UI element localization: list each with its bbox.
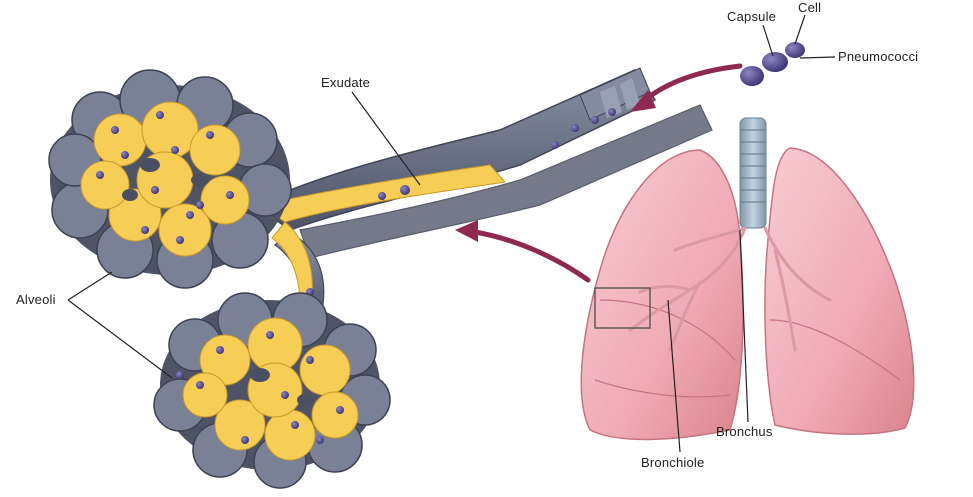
- leader-line-pneumococci: [800, 57, 835, 58]
- label-cell: Cell: [798, 0, 821, 15]
- lower-alveoli-cluster: [154, 293, 390, 488]
- leader-line-alveoli-upper: [68, 272, 112, 300]
- pneumococci-cluster: [740, 42, 805, 86]
- leader-line-alveoli-lower: [68, 300, 172, 378]
- leader-line-cell: [795, 15, 805, 44]
- lungs: [581, 118, 913, 439]
- arrow-lung-to-airway: [455, 220, 588, 280]
- label-capsule: Capsule: [727, 9, 776, 24]
- label-alveoli: Alveoli: [16, 292, 56, 307]
- label-pneumococci: Pneumococci: [838, 49, 918, 64]
- label-bronchiole: Bronchiole: [641, 455, 704, 470]
- leader-line-capsule: [763, 25, 773, 56]
- label-bronchus: Bronchus: [716, 424, 773, 439]
- upper-alveoli-cluster: [49, 70, 291, 288]
- label-exudate: Exudate: [321, 75, 370, 90]
